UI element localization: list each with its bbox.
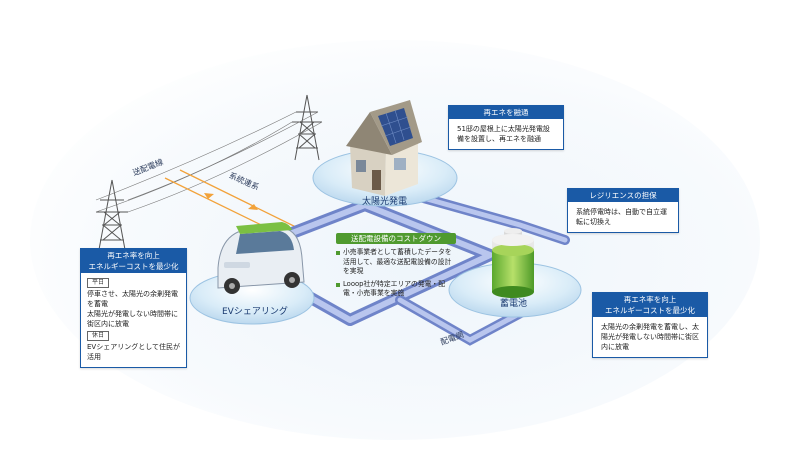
cost-reduction-box: 送配電設備のコストダウン 小売事業者として蓄積したデータを活用して、最適な送配電…: [336, 233, 456, 302]
node-label-battery: 蓄電池: [500, 299, 528, 309]
tower-left-icon: [96, 179, 128, 256]
callout-solar-body: 51邸の屋根上に太陽光発電設備を設置し、再エネを融通: [457, 125, 550, 143]
callout-ev: 再エネ率を向上 エネルギーコストを最少化 平日 停車させ、太陽光の余剰発電を蓄電…: [80, 248, 187, 368]
solar-house-icon: [346, 100, 422, 196]
battery-icon: [492, 228, 534, 298]
callout-battery: 再エネ率を向上 エネルギーコストを最少化 太陽光の余剰発電を蓄電し、太陽光が発電…: [592, 292, 708, 358]
ev-car-icon: [217, 222, 305, 294]
node-label-ev: EVシェアリング: [222, 307, 288, 317]
cost-reduction-item: 小売事業者として蓄積したデータを活用して、最適な送配電設備の設計を実現: [336, 248, 456, 277]
callout-solar: 再エネを融通 51邸の屋根上に太陽光発電設備を設置し、再エネを融通: [448, 105, 564, 150]
weekday-tag: 平日: [87, 278, 110, 288]
holiday-tag: 休日: [87, 331, 110, 341]
weekday-body: 停車させ、太陽光の余剰発電を蓄電 太陽光が発電しない時間帯に街区内に放電: [87, 290, 178, 328]
node-label-solar: 太陽光発電: [362, 197, 408, 207]
callout-resilience-body: 系統停電時は、自動で自立運転に切換え: [576, 208, 667, 226]
callout-resilience: レジリエンスの担保 系統停電時は、自動で自立運転に切換え: [567, 188, 679, 233]
callout-ev-header: 再エネ率を向上 エネルギーコストを最少化: [81, 249, 186, 273]
holiday-body: EVシェアリングとして住民が活用: [87, 343, 181, 361]
tower-right-icon: [292, 94, 322, 161]
power-lines: [95, 111, 323, 213]
cost-reduction-item: Looop社が特定エリアの発電・配電・小売事業を実施: [336, 280, 456, 299]
callout-solar-header: 再エネを融通: [449, 106, 563, 119]
callout-resilience-header: レジリエンスの担保: [568, 189, 678, 202]
callout-battery-body: 太陽光の余剰発電を蓄電し、太陽光が発電しない時間帯に街区内に放電: [601, 323, 699, 351]
cost-reduction-header: 送配電設備のコストダウン: [336, 233, 456, 244]
callout-battery-header: 再エネ率を向上 エネルギーコストを最少化: [593, 293, 707, 317]
